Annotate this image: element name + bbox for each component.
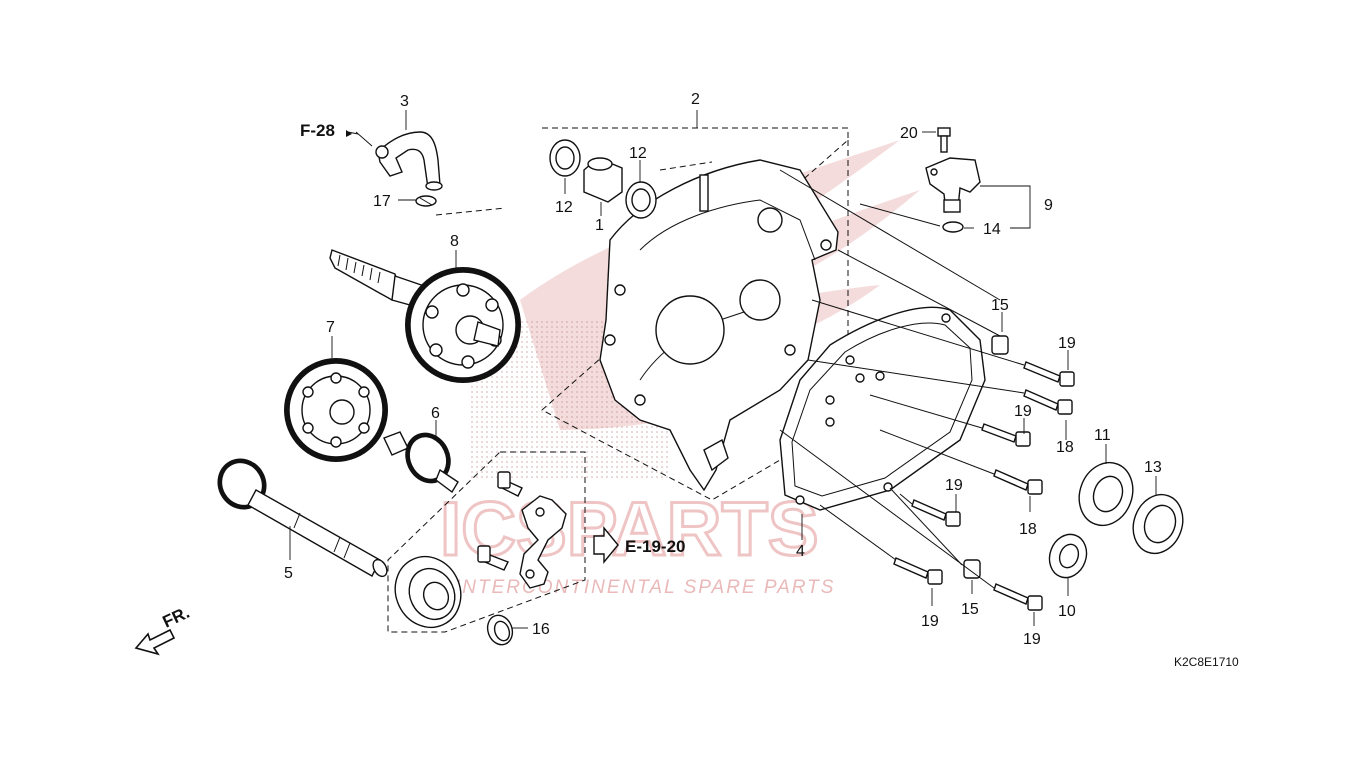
bolt-d[interactable] (993, 469, 1043, 495)
callout-3: 3 (400, 93, 409, 110)
callout-19-d: 19 (921, 613, 939, 630)
part-8-shaft-gear[interactable] (329, 249, 521, 383)
bolt-b[interactable] (1023, 389, 1073, 415)
callout-2: 2 (691, 91, 700, 108)
front-direction-indicator: FR. (134, 603, 193, 656)
callout-20: 20 (900, 125, 918, 142)
part-10-bearing[interactable] (1044, 529, 1093, 583)
front-label: FR. (160, 603, 193, 632)
callout-13: 13 (1144, 459, 1162, 476)
callout-9: 9 (1044, 197, 1053, 214)
part-5-shaft[interactable] (208, 449, 389, 578)
part-13-oil-seal[interactable] (1125, 488, 1191, 561)
reference-e1920[interactable]: E-19-20 (593, 526, 685, 564)
part-16-circlip[interactable] (484, 612, 517, 648)
bolt-g[interactable] (993, 583, 1043, 611)
plate-group-outline (387, 451, 586, 633)
callout-4: 4 (796, 543, 805, 560)
diagram-code: K2C8E1710 (1174, 655, 1239, 669)
callout-12-a: 12 (555, 199, 573, 216)
callout-7: 7 (326, 319, 335, 336)
reference-e1920-label: E-19-20 (625, 537, 685, 556)
bolt-e[interactable] (911, 499, 961, 527)
callout-19-e: 19 (1023, 631, 1041, 648)
arrow-right-icon (593, 526, 619, 564)
part-17-clip[interactable] (415, 195, 437, 207)
callout-11: 11 (1094, 427, 1111, 444)
callout-19-b: 19 (1014, 403, 1032, 420)
watermark-brand: ICSPARTS (440, 487, 819, 572)
part-7-gear[interactable] (284, 358, 388, 462)
part-15-collar-b[interactable] (963, 559, 981, 579)
part-14-o-ring[interactable] (942, 221, 964, 233)
part-6-drive-gear[interactable] (383, 425, 459, 494)
callout-17: 17 (373, 193, 391, 210)
part-15-collar-a[interactable] (991, 335, 1009, 355)
part-12-bearing-b[interactable] (625, 181, 657, 219)
callout-16: 16 (532, 621, 550, 638)
hose-leader-dash (435, 207, 506, 216)
bearing12-leader-dash (659, 161, 713, 171)
bolt-f[interactable] (893, 557, 943, 585)
callout-18-b: 18 (1019, 521, 1037, 538)
bolt-c[interactable] (981, 423, 1031, 447)
part-20-bolt[interactable] (937, 127, 951, 153)
front-arrow-icon (134, 628, 176, 656)
callout-15-b: 15 (961, 601, 979, 618)
callout-19-c: 19 (945, 477, 963, 494)
watermark-tagline: INTERCONTINENTAL SPARE PARTS (455, 577, 835, 598)
callout-14: 14 (983, 221, 1001, 238)
callout-8: 8 (450, 233, 459, 250)
bolts-18-19 (893, 361, 1075, 611)
callout-5: 5 (284, 565, 293, 582)
case-group-outline (541, 127, 849, 501)
reference-f28[interactable]: F-28 (300, 121, 359, 140)
part-4-gasket[interactable] (779, 306, 986, 511)
bearing-bottom[interactable] (384, 546, 472, 638)
callout-19-a: 19 (1058, 335, 1076, 352)
callout-10: 10 (1058, 603, 1076, 620)
part-11-bearing[interactable] (1071, 455, 1142, 533)
part-1-collar[interactable] (583, 157, 623, 203)
part-3-hose[interactable] (375, 131, 443, 191)
callout-1: 1 (595, 217, 604, 234)
bracket-plate[interactable] (477, 471, 567, 589)
leader-lines (289, 110, 1157, 629)
reference-f28-label: F-28 (300, 121, 335, 140)
part-12-bearing-a[interactable] (549, 139, 581, 177)
part-2-transmission-case[interactable] (599, 159, 839, 492)
callout-6: 6 (431, 405, 440, 422)
callout-12-b: 12 (629, 145, 647, 162)
callouts: 3 17 8 7 6 5 2 12 1 12 20 9 14 15 19 19 … (284, 91, 1162, 648)
bolt-a[interactable] (1023, 361, 1075, 387)
part-9-sensor[interactable] (925, 157, 981, 213)
arrow-left-icon (346, 130, 352, 137)
callout-15-a: 15 (991, 297, 1009, 314)
callout-18-a: 18 (1056, 439, 1074, 456)
